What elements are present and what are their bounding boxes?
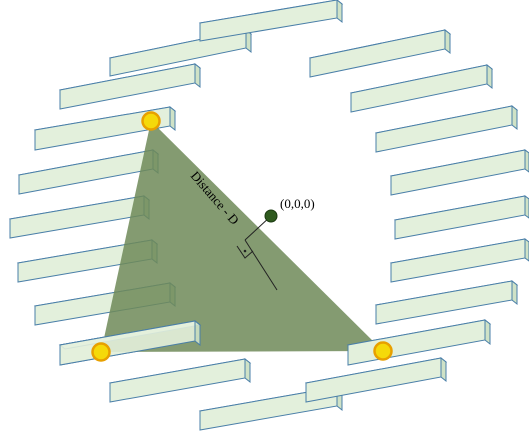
bars-right [308,28,529,325]
triangle-plane [101,121,383,352]
bar [304,356,448,403]
light-source-bottom-left [91,342,111,362]
bar [389,149,529,196]
origin-label: (0,0,0) [280,196,315,211]
light-source-bottom-right [373,341,393,361]
right-angle-dot [243,249,247,253]
bar [393,195,529,240]
right-angle-marker [236,245,254,259]
bar [389,238,529,283]
bar [198,0,344,42]
bar [374,104,519,153]
bar [33,105,177,151]
bar [108,357,252,403]
origin-point [264,209,278,223]
bar [58,62,202,110]
light-source-top [141,111,161,131]
bar [349,63,494,113]
bar [346,318,492,366]
bar [308,28,452,78]
normal-line [244,239,278,291]
bar [374,279,519,325]
